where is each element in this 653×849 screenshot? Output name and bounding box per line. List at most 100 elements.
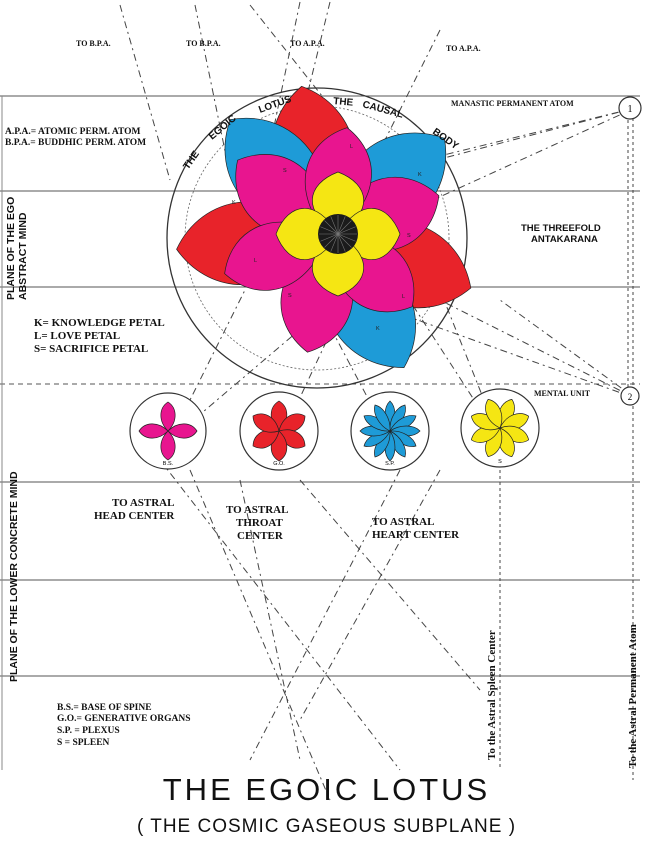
core-petal-4 bbox=[275, 208, 339, 260]
manasic-atom-circle bbox=[618, 96, 642, 120]
center-line-6 bbox=[439, 289, 501, 441]
center-line-3 bbox=[299, 269, 391, 441]
vertical-atom-lines bbox=[499, 114, 634, 780]
astral-throat-2: THROAT bbox=[236, 517, 283, 529]
petal-letter-3: K bbox=[418, 172, 422, 178]
descent-5 bbox=[299, 469, 441, 721]
center-base-of-spine bbox=[129, 392, 207, 470]
antakarana-3 bbox=[359, 107, 636, 181]
label-to-apa-1: TO A.P.A. bbox=[290, 39, 325, 48]
key-love-petal: L= LOVE PETAL bbox=[34, 330, 121, 342]
manasic-permanent-atom-label: MANASTIC PERMANENT ATOM bbox=[451, 99, 574, 108]
mental-unit-circle bbox=[620, 386, 640, 406]
center-flower-go bbox=[252, 400, 306, 462]
descent-6 bbox=[299, 479, 481, 691]
center-line-5 bbox=[169, 289, 246, 441]
center-petal bbox=[374, 404, 391, 432]
line-bpa-1 bbox=[119, 4, 171, 181]
petal-letter-1: K bbox=[232, 200, 236, 206]
center-petal bbox=[167, 423, 198, 439]
antakarana-5 bbox=[499, 299, 636, 399]
petal-letter-7: S bbox=[283, 168, 287, 174]
mental-unit-numeral: 2 bbox=[628, 392, 633, 402]
astral-throat-1: TO ASTRAL bbox=[226, 504, 289, 516]
astral-head-2: HEAD CENTER bbox=[94, 510, 175, 522]
to-astral-spleen-center: To the Astral Spleen Center bbox=[486, 630, 498, 760]
page-subtitle: ( THE COSMIC GASEOUS SUBPLANE ) bbox=[136, 816, 517, 837]
center-flower-s bbox=[470, 398, 530, 458]
jewel-ray bbox=[337, 216, 346, 235]
mental-unit-label: MENTAL UNIT bbox=[534, 389, 591, 398]
petal-letter-5: L bbox=[402, 294, 405, 300]
jewel-ray bbox=[337, 233, 356, 242]
center-line-1 bbox=[169, 269, 371, 441]
core-petals bbox=[275, 171, 401, 297]
key-knowledge-petal: K= KNOWLEDGE PETAL bbox=[34, 317, 165, 329]
arc-word-1: THE bbox=[181, 149, 202, 172]
center-petal bbox=[160, 430, 176, 461]
lotus bbox=[176, 85, 472, 368]
abbrev-bpa: B.P.A.= BUDDHIC PERM. ATOM bbox=[5, 138, 147, 148]
jewel-ray bbox=[337, 233, 346, 252]
center-petal bbox=[252, 413, 280, 433]
abbrev-apa: A.P.A.= ATOMIC PERM. ATOM bbox=[5, 127, 141, 137]
center-label-sp: S.P. bbox=[385, 461, 395, 467]
center-label-s: S bbox=[498, 459, 502, 465]
page-title: THE EGOIC LOTUS bbox=[162, 772, 491, 807]
line-bpa-2 bbox=[194, 4, 231, 176]
descent-3 bbox=[159, 459, 401, 771]
astral-heart-1: TO ASTRAL bbox=[372, 516, 435, 528]
label-to-bpa-2: TO B.P.A. bbox=[186, 39, 221, 48]
jewel-ray bbox=[324, 233, 339, 248]
antakarana-1 bbox=[344, 107, 636, 241]
jewel-ray bbox=[337, 233, 352, 248]
antakarana-line-2: ANTAKARANA bbox=[531, 234, 598, 245]
astral-head-1: TO ASTRAL bbox=[112, 497, 175, 509]
center-spleen bbox=[460, 388, 540, 468]
jewel-ray bbox=[320, 226, 339, 235]
center-key-go: G.O.= GENERATIVE ORGANS bbox=[57, 714, 191, 724]
jewel-ray bbox=[324, 220, 339, 235]
center-key-s: S = SPLEEN bbox=[57, 738, 110, 748]
center-label-go: G.O. bbox=[273, 461, 285, 467]
center-generative-organs bbox=[239, 391, 319, 471]
jewel-ray bbox=[330, 216, 339, 235]
key-sacrifice-petal: S= SACRIFICE PETAL bbox=[34, 343, 149, 355]
center-key-sp: S.P. = PLEXUS bbox=[57, 726, 120, 736]
center-label-bs: B.S. bbox=[163, 461, 174, 467]
petal-letter-8: S bbox=[407, 233, 411, 239]
arc-word-4: THE bbox=[333, 96, 354, 109]
jewel-rays bbox=[319, 215, 357, 253]
line-apa-1 bbox=[264, 1, 301, 171]
petal-letter-2: K bbox=[376, 326, 380, 332]
center-plexus bbox=[350, 391, 430, 471]
label-to-bpa-1: TO B.P.A. bbox=[76, 39, 111, 48]
descent-4 bbox=[249, 469, 401, 761]
petal-letter-4: L bbox=[254, 258, 257, 264]
petal-letters: K K K L L L S S S bbox=[232, 144, 422, 332]
manasic-atom-numeral: 1 bbox=[628, 104, 633, 115]
descent-2 bbox=[239, 479, 301, 761]
antakarana-2 bbox=[219, 107, 636, 211]
center-petal bbox=[485, 398, 503, 429]
antakarana-line-1: THE THREEFOLD bbox=[521, 223, 601, 234]
center-key-bs: B.S.= BASE OF SPINE bbox=[57, 703, 152, 713]
center-flower-bs bbox=[138, 401, 198, 461]
jewel-ray bbox=[330, 233, 339, 252]
petal-letter-6: L bbox=[350, 144, 353, 150]
center-flower-sp bbox=[359, 400, 421, 462]
jewel-ray bbox=[337, 226, 356, 235]
centers: B.S. G.O. S.P. S bbox=[129, 388, 540, 471]
petal-letter-9: S bbox=[288, 293, 292, 299]
jewel-ray bbox=[337, 220, 352, 235]
astral-heart-2: HEART CENTER bbox=[372, 529, 460, 541]
jewel-ray bbox=[320, 233, 339, 242]
center-petal bbox=[160, 401, 176, 432]
causal-body-circle bbox=[166, 87, 468, 389]
lower-concrete-mind-label: PLANE OF THE LOWER CONCRETE MIND bbox=[8, 471, 20, 682]
label-to-apa-2: TO A.P.A. bbox=[446, 44, 481, 53]
astral-throat-3: CENTER bbox=[237, 530, 283, 542]
